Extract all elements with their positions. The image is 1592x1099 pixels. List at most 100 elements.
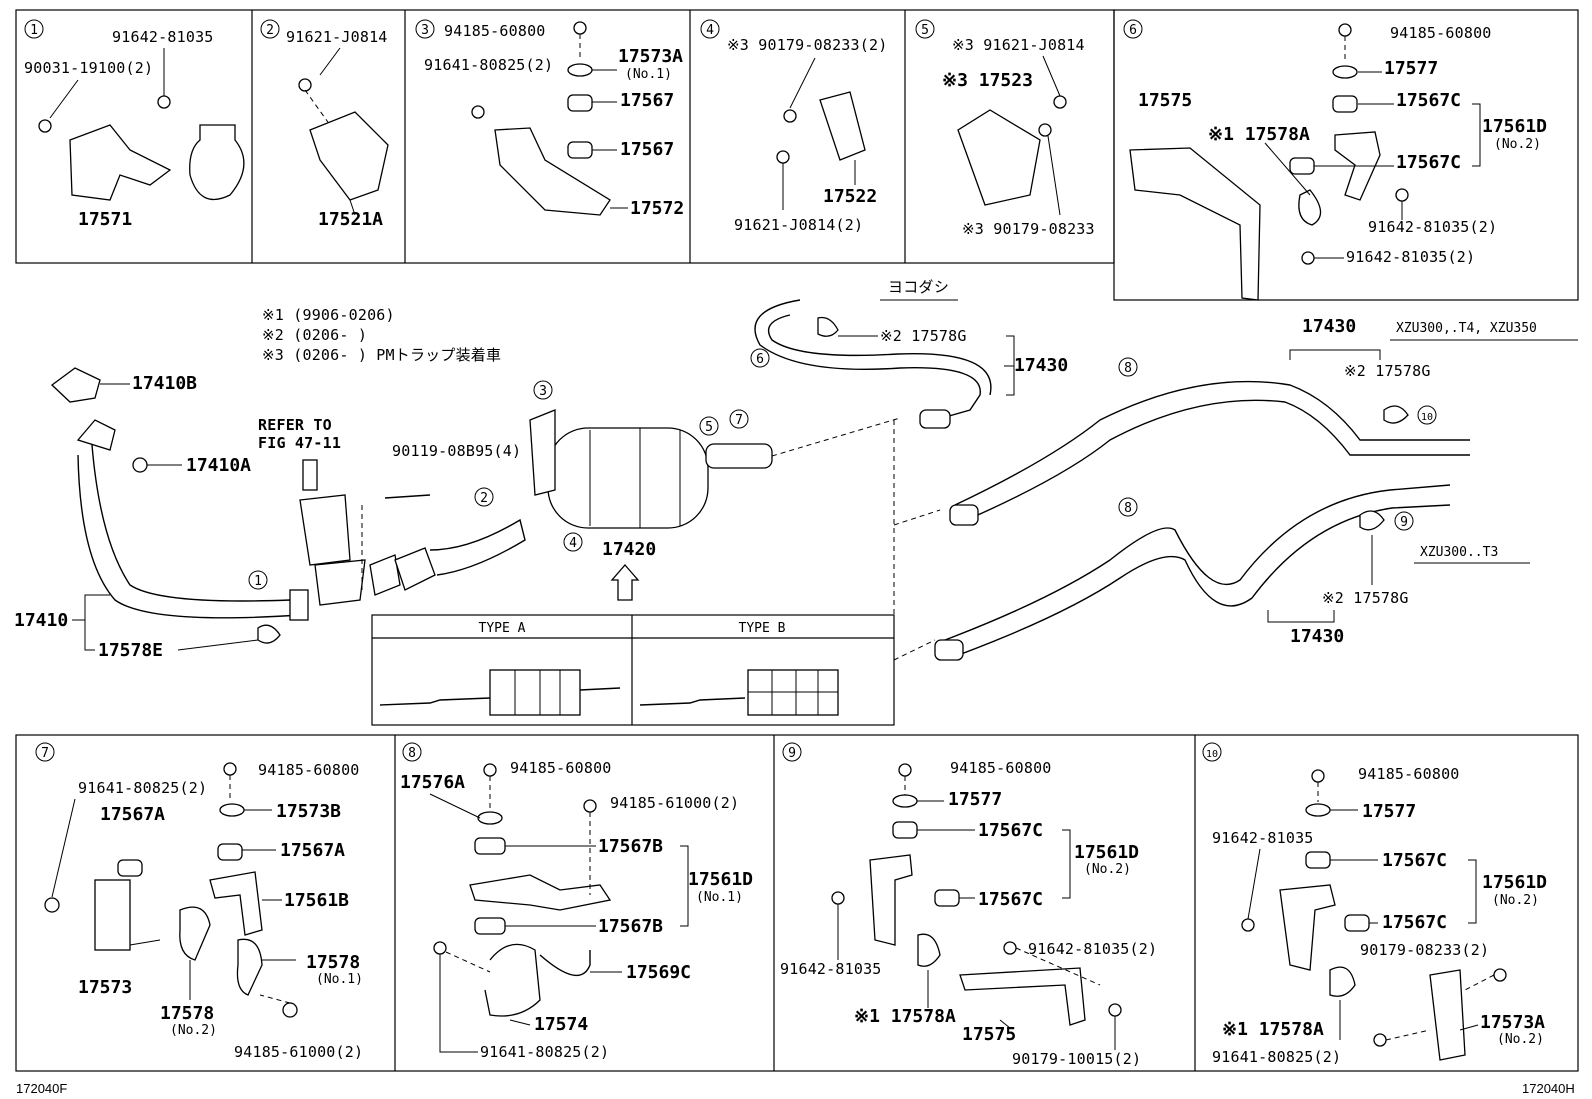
center-pipe [429, 518, 526, 576]
part-label: 91641-80825(2) [1212, 1048, 1341, 1066]
part-label: 17578 [306, 952, 360, 973]
tailpipe-8-lower [944, 484, 1451, 641]
part-label: 90179-08233(2) [1360, 941, 1489, 959]
part-label: 17567C [1396, 152, 1461, 173]
label-17410: 17410 [14, 610, 68, 631]
box-3-number: 3 [421, 23, 429, 38]
ref-circle: 10 [1421, 412, 1433, 423]
part-label: (No.2) [1492, 893, 1539, 908]
diagram-code-left: 172040F [16, 1081, 67, 1096]
part-label: ※3 90179-08233 [962, 220, 1095, 238]
box-7: 7 94185-60800 91641-80825(2) 17567A 1757… [35, 742, 363, 1061]
part-label: 17521A [318, 209, 383, 230]
part-label: 91642-81035 [1212, 829, 1314, 847]
part-label: (No.1) [696, 890, 743, 905]
type-b-label: TYPE B [739, 621, 786, 636]
part-label: 17577 [948, 789, 1002, 810]
part-label: 17576A [400, 772, 465, 793]
part-label: 17567B [598, 916, 663, 937]
part-label: 17573A [618, 46, 683, 67]
part-label: 90179-10015(2) [1012, 1050, 1141, 1068]
part-label: 17567B [598, 836, 663, 857]
part-label: 91641-80825(2) [480, 1043, 609, 1061]
ref-circle: 4 [569, 536, 577, 551]
part-label: 91641-80825(2) [78, 779, 207, 797]
label-17430-b: 17430 [1302, 316, 1356, 337]
part-label: 94185-60800 [444, 22, 546, 40]
xzu-label-2: XZU300..T3 [1420, 545, 1498, 560]
part-label: 91621-J0814(2) [734, 216, 863, 234]
part-label: 94185-60800 [510, 759, 612, 777]
clamp [189, 124, 245, 201]
bracket-17572 [494, 127, 611, 216]
box-8: 8 17576A 94185-60800 94185-61000(2) 1756… [400, 742, 753, 1061]
refer-to-line2: FIG 47-11 [258, 434, 341, 452]
box-3: 3 94185-60800 91641-80825(2) 17573A (No.… [415, 19, 684, 219]
ref-circle: 5 [705, 420, 713, 435]
part-label: 17573B [276, 801, 341, 822]
part-label: 17578 [160, 1003, 214, 1024]
box-9: 9 94185-60800 17577 17567C 17561D (No.2)… [780, 742, 1157, 1068]
xzu-label-1: XZU300,.T4, XZU350 [1396, 321, 1537, 336]
part-label: 17573A [1480, 1012, 1545, 1033]
part-label: 17522 [823, 186, 877, 207]
part-label: 94185-61000(2) [610, 794, 739, 812]
box-5-number: 5 [921, 23, 929, 38]
type-a-label: TYPE A [479, 621, 526, 636]
ref-circle: 7 [735, 413, 743, 428]
part-label: 17561D [688, 869, 753, 890]
part-label: (No.1) [625, 67, 672, 82]
part-label: 17567A [280, 840, 345, 861]
part-label: (No.2) [170, 1023, 217, 1038]
egr-valve [299, 494, 351, 566]
box-2-number: 2 [266, 23, 274, 38]
part-label: ※1 17578A [1208, 124, 1310, 145]
box-8-number: 8 [408, 746, 416, 761]
part-label: 17561B [284, 890, 349, 911]
part-label: (No.2) [1084, 862, 1131, 877]
diagram-code-right: 172040H [1522, 1081, 1575, 1096]
label-17578E: 17578E [98, 640, 163, 661]
part-label: 17572 [630, 198, 684, 219]
box-10: 10 94185-60800 17577 91642-81035 17567C … [1202, 742, 1547, 1066]
part-label: ※3 90179-08233(2) [727, 36, 887, 54]
tailpipe-yokodashi [754, 299, 981, 421]
yokodashi-label: ヨコダシ [888, 278, 949, 296]
part-label: 91641-80825(2) [424, 56, 553, 74]
part-label: 91642-81035 [780, 960, 882, 978]
label-17410A: 17410A [186, 455, 251, 476]
bottom-box-frame [15, 734, 1579, 1072]
ref-circle: 2 [480, 491, 488, 506]
part-label: (No.1) [316, 972, 363, 987]
part-label: 94185-60800 [1390, 24, 1492, 42]
box-9-number: 9 [788, 746, 796, 761]
part-label: 91642-81035 [112, 28, 214, 46]
label-17578G-b: ※2 17578G [1344, 362, 1431, 380]
part-label: (No.2) [1494, 137, 1541, 152]
ref-circle: 1 [254, 574, 262, 589]
box-7-number: 7 [41, 746, 49, 761]
part-label: 17567C [1396, 90, 1461, 111]
heat-insulator-17523 [957, 109, 1041, 206]
box-1-number: 1 [30, 23, 38, 38]
clamp-17522 [819, 91, 866, 161]
ref-circle: 9 [1400, 515, 1408, 530]
part-label: 17567 [620, 90, 674, 111]
box-5: 5 ※3 91621-J0814 ※3 17523 ※3 90179-08233 [915, 19, 1095, 238]
box-6-number: 6 [1129, 23, 1137, 38]
ref-circle: 3 [539, 384, 547, 399]
part-label: 17575 [962, 1024, 1016, 1045]
part-label: 17561D [1482, 116, 1547, 137]
box-6: 6 94185-60800 17577 17575 17567C ※1 1757… [1123, 19, 1547, 301]
box-2: 2 91621-J0814 17521A [260, 19, 389, 230]
label-17578G-a: ※2 17578G [880, 327, 967, 345]
refer-to-line1: REFER TO [258, 416, 332, 434]
main-assembly: 17410B 17410A 17410 17578E REFER TO FIG … [14, 278, 1578, 726]
label-17430-a: 17430 [1014, 355, 1068, 376]
part-label: 17567C [978, 889, 1043, 910]
part-label: 91642-81035(2) [1028, 940, 1157, 958]
part-label: 17575 [1138, 90, 1192, 111]
ref-circle: 6 [756, 352, 764, 367]
ref-circle: 8 [1124, 501, 1132, 516]
label-17420: 17420 [602, 539, 656, 560]
